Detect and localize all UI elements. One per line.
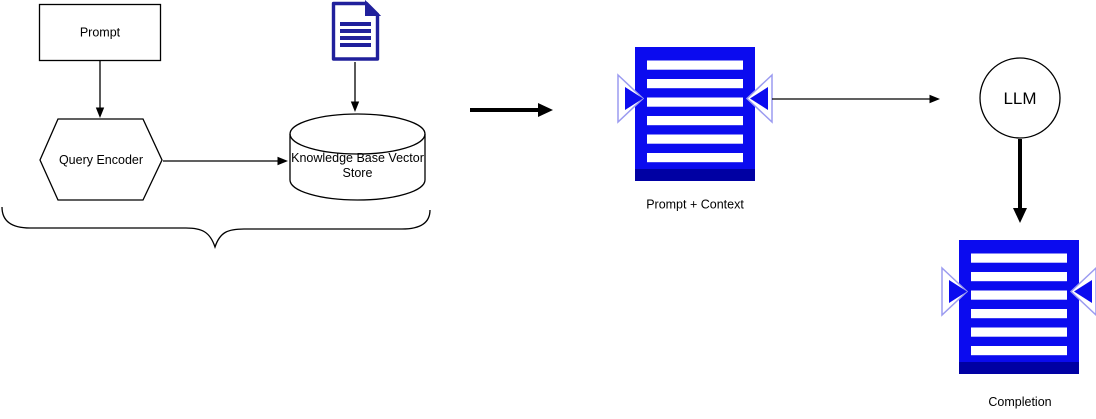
arrow-retrieval-to-prompt-context [470,103,553,117]
retrieval-group-brace [1,206,431,250]
text-lines-icon [941,239,1096,375]
prompt-context-label: Prompt + Context [646,198,744,212]
llm-label: LLM [1003,89,1036,108]
query-encoder-label: Query Encoder [59,153,143,167]
prompt-node-label: Prompt [80,26,121,40]
prompt-node: Prompt [38,3,162,62]
text-lines-icon [617,46,773,182]
completion-label: Completion [988,395,1051,409]
arrow-encoder-to-store [163,156,288,166]
knowledge-base-label-line2: Store [343,166,373,180]
arrow-document-to-store [350,62,360,112]
prompt-context-node: Prompt + Context [617,46,773,212]
document-icon [331,0,382,61]
arrow-prompt-context-to-llm [772,94,940,104]
llm-node: LLM [979,57,1061,139]
knowledge-base-node: Knowledge Base Vector Store [289,113,426,201]
arrow-prompt-to-encoder [95,61,105,118]
knowledge-base-label-line1: Knowledge Base Vector [291,151,424,165]
completion-node: Completion [941,239,1096,409]
query-encoder-node: Query Encoder [39,118,163,201]
arrow-llm-to-completion [1013,139,1027,223]
